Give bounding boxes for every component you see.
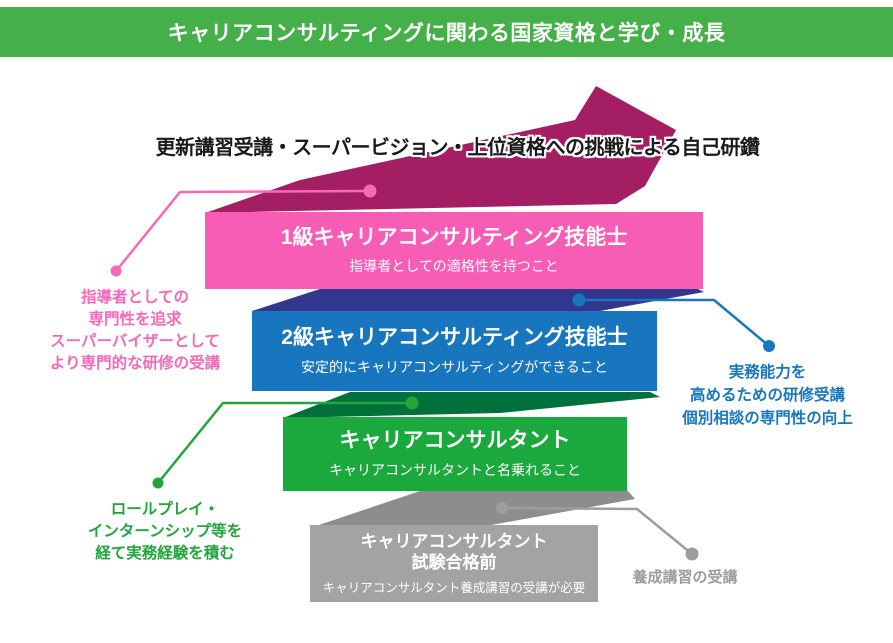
level3-title: キャリアコンサルタント [339, 429, 571, 453]
fold-level4 [313, 491, 635, 527]
growth-arrow [205, 86, 676, 213]
fold-level2 [252, 289, 704, 311]
connector-dot [685, 547, 699, 561]
band-label-level3: キャリアコンサルタント キャリアコンサルタントと名乗れること [283, 417, 627, 491]
connector-dot [763, 340, 775, 352]
band-level4 [310, 525, 598, 602]
connector-dot [152, 477, 164, 489]
fold-level3 [283, 392, 660, 418]
title-bar: キャリアコンサルティングに関わる国家資格と学び・成長 [0, 7, 893, 57]
level1-subtitle: 指導者としての適格性を持つこと [349, 258, 559, 275]
band-level1 [205, 212, 703, 289]
connector-dot [496, 502, 508, 514]
connector-dot [110, 265, 122, 277]
connector-dot [572, 293, 586, 307]
annotation-level3: ロールプレイ・ インターンシップ等を 経て実務経験を積む [87, 501, 243, 562]
band-level2 [252, 311, 657, 391]
growth-arrow-caption: 更新講習受講・スーパービジョン・上位資格への挑戦による自己研鑽 [155, 137, 760, 159]
level3-subtitle: キャリアコンサルタントと名乗れること [329, 461, 581, 478]
band-label-level1: 1級キャリアコンサルティング技能士 指導者としての適格性を持つこと [205, 212, 703, 289]
band-level3 [283, 417, 627, 491]
connector-line-level2 [577, 298, 771, 348]
page-title: キャリアコンサルティングに関わる国家資格と学び・成長 [167, 22, 726, 45]
annotation-level4: 養成講習の受講 [632, 569, 738, 586]
connector-dot [405, 396, 419, 410]
level4-subtitle: キャリアコンサルタント養成講習の受講が必要 [322, 581, 586, 596]
level4-title: キャリアコンサルタント 試験合格前 [360, 531, 548, 572]
level2-subtitle: 安定的にキャリアコンサルティングができること [301, 358, 608, 375]
band-label-level4: キャリアコンサルタント 試験合格前 キャリアコンサルタント養成講習の受講が必要 [310, 525, 598, 602]
level1-title: 1級キャリアコンサルティング技能士 [280, 225, 628, 249]
connector-dot [363, 184, 377, 198]
annotation-level2: 実務能力を 高めるための研修受講 個別相談の専門性の向上 [682, 364, 853, 427]
connector-line-level4 [500, 506, 694, 556]
connector-line-level1 [114, 189, 372, 273]
level2-title: 2級キャリアコンサルティング技能士 [281, 326, 628, 350]
connector-line-level3 [156, 401, 414, 485]
annotation-level1: 指導者としての 専門性を追求 スーパーバイザーとして より専門的な研修の受講 [49, 289, 221, 372]
band-label-level2: 2級キャリアコンサルティング技能士 安定的にキャリアコンサルティングができること [252, 311, 657, 391]
